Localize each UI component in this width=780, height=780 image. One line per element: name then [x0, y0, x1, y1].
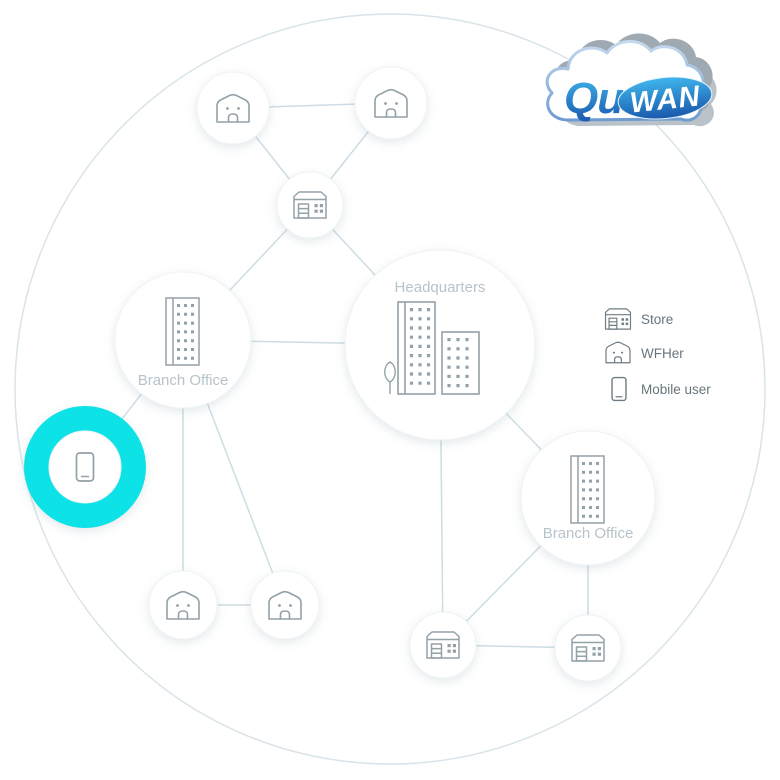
node-branch-office-left: Branch Office: [114, 271, 252, 409]
legend-label-store: Store: [641, 312, 673, 327]
mobile-user-icon: [611, 376, 627, 402]
legend-item-store: Store: [604, 308, 673, 330]
headquarters-label: Headquarters: [395, 279, 486, 296]
network-boundary-circle: [14, 13, 766, 765]
node-store-top: [276, 171, 344, 239]
node-store-bottom-right: [554, 614, 622, 682]
wfher-icon: [605, 341, 631, 364]
legend-item-mobile-user: Mobile user: [611, 376, 711, 402]
legend: Store WFHer Mobile user: [604, 308, 711, 402]
node-store-bottom-left: [409, 611, 477, 679]
node-wfher-top-left: [196, 71, 270, 145]
logo-wan-ellipse: [617, 76, 713, 120]
node-wfher-bottom-right: [250, 570, 320, 640]
node-mobile-user: [24, 406, 146, 528]
logo-text-wan: WAN: [628, 80, 702, 119]
logo-text-qu: Qu: [564, 74, 624, 123]
node-wfher-top-right: [354, 66, 428, 140]
legend-label-wfher: WFHer: [641, 346, 684, 361]
branch-office-left-label: Branch Office: [138, 372, 229, 389]
store-icon: [604, 308, 632, 330]
branch-office-right-label: Branch Office: [543, 525, 634, 542]
node-headquarters: Headquarters: [344, 249, 536, 441]
node-branch-office-right: Branch Office: [520, 430, 656, 566]
quwan-logo: Qu WAN: [545, 33, 717, 127]
node-wfher-bottom-left: [148, 570, 218, 640]
legend-item-wfher: WFHer: [605, 341, 684, 364]
legend-label-mobile-user: Mobile user: [641, 382, 711, 397]
